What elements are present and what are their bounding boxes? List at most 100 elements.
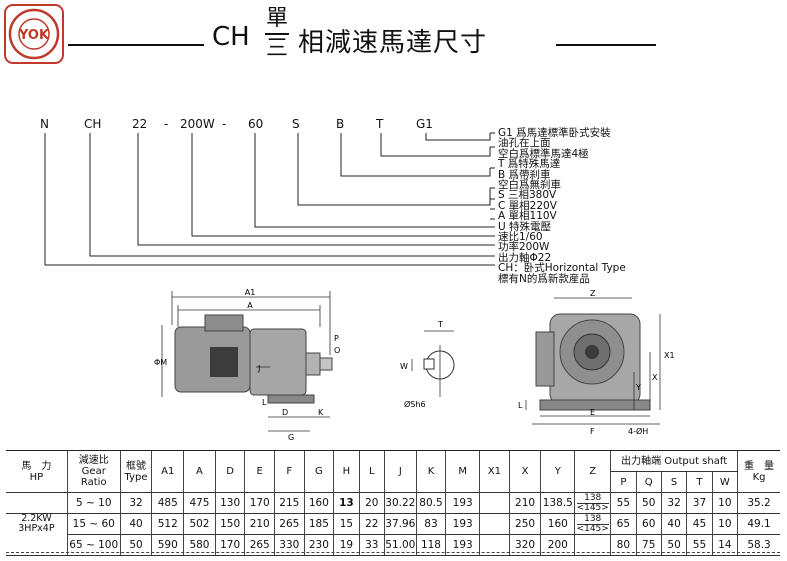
cell-e: 210	[244, 513, 275, 535]
cell-type: 32	[119, 492, 152, 514]
page-title: 相減速馬達尺寸	[298, 28, 488, 58]
col-d-header: D	[214, 450, 245, 493]
code-part-series: CH	[84, 117, 102, 131]
front-view-drawing: Z X1 X Y L E F 4-ØH	[518, 289, 675, 436]
code-part-ratio: 60	[248, 117, 264, 131]
cell-weight: 58.3	[737, 534, 780, 556]
cell-x: 210	[508, 492, 541, 514]
cell-h: 15	[333, 513, 360, 535]
col-q-header: Q	[635, 471, 662, 493]
cell-j: 30.22	[383, 492, 417, 514]
front-dim-l-label: L	[518, 401, 523, 410]
title-phase-top: 單	[265, 6, 288, 31]
cell-g: 185	[303, 513, 334, 535]
cell-d: 130	[214, 492, 245, 514]
z-alt-value: <145>	[576, 523, 609, 534]
code-part-brake: B	[336, 117, 345, 131]
cell-d: 170	[214, 534, 245, 556]
legend-item: 空白爲標準馬達4極	[498, 147, 589, 160]
power-cell-top	[6, 492, 68, 514]
cell-s: 40	[660, 513, 687, 535]
code-part-mount: G1	[416, 117, 433, 131]
table-row: 2.2KW 3HPx4P 15 ~ 60 40 512 502 150 210 …	[6, 513, 780, 535]
cell-t: 37	[686, 492, 713, 514]
col-weight-header: 重 量 Kg	[737, 450, 780, 493]
z-alt-value: <145>	[576, 502, 609, 513]
power-cell-bottom	[6, 534, 68, 556]
z-value: 138	[576, 493, 609, 504]
cell-a1: 485	[151, 492, 184, 514]
col-ratio-title: 減速比	[78, 455, 109, 466]
cell-e: 265	[244, 534, 275, 556]
cell-h: 13	[333, 492, 360, 514]
dim-p-label: P	[334, 334, 339, 343]
cell-a1: 590	[151, 534, 184, 556]
title-rule-left	[68, 44, 204, 46]
front-dim-h-label: 4-ØH	[628, 426, 648, 436]
cell-y: 160	[540, 513, 575, 535]
front-dim-y-label: Y	[635, 383, 641, 392]
dim-d-label: D	[282, 408, 288, 417]
legend-item: 功率200W	[498, 241, 550, 254]
cell-p: 65	[610, 513, 637, 535]
dim-j-label: J	[257, 364, 260, 373]
cell-x1	[479, 513, 510, 535]
cell-w: 10	[711, 492, 738, 514]
col-y-header: Y	[540, 450, 575, 493]
cell-s: 32	[660, 492, 687, 514]
cell-s: 50	[660, 534, 687, 556]
cell-z: 138<145>	[574, 513, 611, 535]
legend-item: C 單相220V	[498, 199, 557, 212]
col-w-header: W	[711, 471, 738, 493]
col-k-header: K	[415, 450, 446, 493]
legend-item: 標有N的爲新款産品	[498, 272, 590, 285]
cell-a: 502	[183, 513, 216, 535]
logo-text: YOK	[18, 28, 50, 43]
dim-g-label: G	[288, 433, 294, 442]
model-code-leader-lines	[44, 132, 495, 266]
shaft-detail-drawing: T W ØSh6	[400, 320, 455, 409]
shaft-dim-w-label: W	[400, 362, 408, 371]
legend-item: CH：卧式Horizontal Type	[498, 262, 626, 275]
cell-q: 75	[635, 534, 662, 556]
model-code-legend: G1 爲馬達標準卧式安裝 油孔在上面 空白爲標準馬達4極 T 爲特殊馬達 B 爲…	[498, 128, 626, 285]
table-header-row: 馬 力 HP 減速比 Gear Ratio 框號 Type A1 A D E F…	[6, 450, 780, 493]
col-t-header: T	[686, 471, 713, 493]
code-part-voltage: S	[292, 117, 300, 131]
cell-type: 50	[119, 534, 152, 556]
cell-a: 580	[183, 534, 216, 556]
power-hp: 3HPx4P	[18, 523, 55, 535]
legend-item: A 單相110V	[498, 210, 557, 223]
col-l-header: L	[358, 450, 385, 493]
col-z-header: Z	[574, 450, 611, 493]
front-dim-z-label: Z	[590, 289, 596, 298]
code-part-motor: T	[376, 117, 384, 131]
col-a1-header: A1	[151, 450, 184, 493]
legend-item: U 特殊電壓	[498, 220, 552, 233]
col-hp-subtitle: HP	[29, 471, 44, 483]
cell-m: 193	[445, 534, 480, 556]
cell-x: 320	[508, 534, 541, 556]
col-ratio-header: 減速比 Gear Ratio	[66, 450, 121, 493]
cell-j: 51.00	[383, 534, 417, 556]
cell-ratio: 65 ~ 100	[66, 534, 121, 556]
cell-k: 80.5	[415, 492, 446, 514]
cell-ratio: 5 ~ 10	[66, 492, 121, 514]
col-output-shaft-header: 出力軸端 Output shaft	[610, 450, 738, 472]
cell-m: 193	[445, 513, 480, 535]
col-ratio-subtitle: Gear	[81, 466, 106, 477]
col-weight-title: 重 量	[744, 460, 775, 472]
col-ratio-subtitle-2: Ratio	[80, 477, 107, 488]
col-f-header: F	[274, 450, 305, 493]
cell-type: 40	[119, 513, 152, 535]
z-fraction: 138<145>	[576, 493, 609, 513]
legend-item: 空白爲無刹車	[498, 179, 561, 192]
title-phase-stack: 單 三	[262, 6, 292, 62]
power-kw: 2.2KW	[21, 513, 52, 525]
cell-x1	[479, 492, 510, 514]
dim-a1-label: A1	[245, 288, 256, 297]
cell-f: 215	[274, 492, 305, 514]
cell-f: 265	[274, 513, 305, 535]
cell-p: 55	[610, 492, 637, 514]
cell-z	[574, 534, 611, 556]
